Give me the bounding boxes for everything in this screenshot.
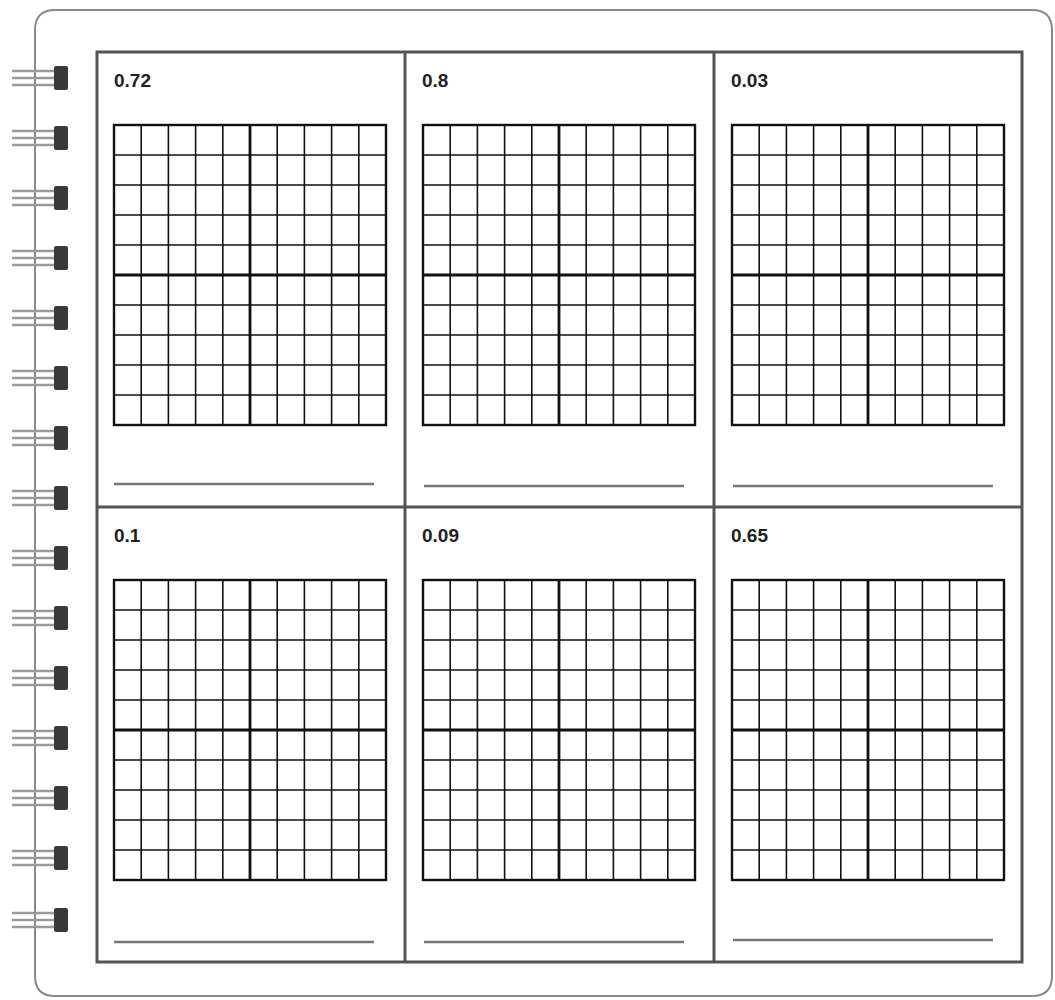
decimal-label: 0.03 (731, 70, 768, 93)
table-cell: 0.1 (97, 507, 405, 962)
table-cell: 0.65 (714, 507, 1022, 962)
table-cell: 0.72 (97, 52, 405, 507)
decimal-label: 0.65 (731, 525, 768, 548)
table-cell: 0.03 (714, 52, 1022, 507)
decimal-label: 0.8 (422, 70, 448, 93)
table-cell: 0.8 (405, 52, 714, 507)
decimal-label: 0.1 (114, 525, 140, 548)
decimal-label: 0.09 (422, 525, 459, 548)
table-cell: 0.09 (405, 507, 714, 962)
decimal-label: 0.72 (114, 70, 151, 93)
